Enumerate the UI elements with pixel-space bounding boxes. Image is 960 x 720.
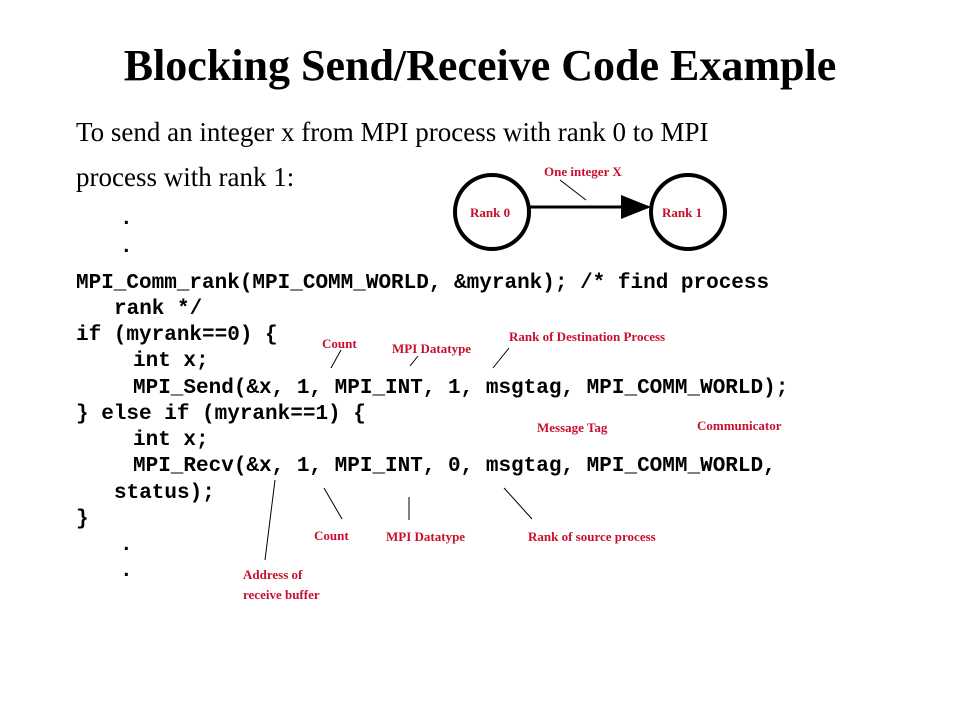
message-label-leader xyxy=(559,179,587,201)
recv-datatype-annotation: MPI Datatype xyxy=(386,529,466,544)
code-line-mpi-send: MPI_Send(&x, 1, MPI_INT, 1, msgtag, MPI_… xyxy=(133,377,789,400)
code-line-close-brace: } xyxy=(76,508,89,531)
recv-count-leader xyxy=(323,487,343,520)
rank-0-node xyxy=(453,173,531,251)
code-ellipsis-dot: . xyxy=(120,208,133,231)
code-line-int-x: int x; xyxy=(133,350,209,373)
recv-buffer-leader xyxy=(264,479,276,561)
rank-1-label: Rank 1 xyxy=(662,205,703,220)
rank-1-node xyxy=(649,173,727,251)
send-datatype-leader xyxy=(409,355,419,367)
code-line-int-x: int x; xyxy=(133,429,209,452)
rank-0-label: Rank 0 xyxy=(470,205,511,220)
code-line-mpi-recv-continued: status); xyxy=(114,482,215,505)
message-label: One integer X xyxy=(544,164,622,179)
recv-buffer-annotation-line-2: receive buffer xyxy=(243,587,320,602)
intro-line-2: process with rank 1: xyxy=(76,162,295,192)
recv-source-leader xyxy=(503,487,533,520)
recv-count-annotation: Count xyxy=(314,528,349,543)
recv-buffer-annotation-line-1: Address of xyxy=(243,567,303,582)
send-datatype-annotation: MPI Datatype xyxy=(392,341,472,356)
code-ellipsis-dot: . xyxy=(120,560,133,583)
send-destination-leader xyxy=(492,347,510,369)
send-count-annotation: Count xyxy=(322,336,357,351)
code-ellipsis-dot: . xyxy=(120,534,133,557)
code-line-mpi-recv: MPI_Recv(&x, 1, MPI_INT, 0, msgtag, MPI_… xyxy=(133,455,776,478)
intro-line-1: To send an integer x from MPI process wi… xyxy=(76,117,709,147)
code-line-else-if: } else if (myrank==1) { xyxy=(76,403,366,426)
send-destination-annotation: Rank of Destination Process xyxy=(509,329,666,344)
message-tag-annotation: Message Tag xyxy=(537,420,608,435)
slide-title: Blocking Send/Receive Code Example xyxy=(123,41,837,90)
annotation-leaders xyxy=(264,347,533,561)
code-line-comm-rank: MPI_Comm_rank(MPI_COMM_WORLD, &myrank); … xyxy=(76,272,770,295)
process-diagram xyxy=(453,173,727,251)
communicator-annotation: Communicator xyxy=(697,418,782,433)
recv-source-annotation: Rank of source process xyxy=(528,529,656,544)
send-count-leader xyxy=(330,349,342,369)
code-line-comm-rank-continued: rank */ xyxy=(114,298,203,321)
code-ellipsis-dot: . xyxy=(120,236,133,259)
code-line-if: if (myrank==0) { xyxy=(76,324,278,347)
